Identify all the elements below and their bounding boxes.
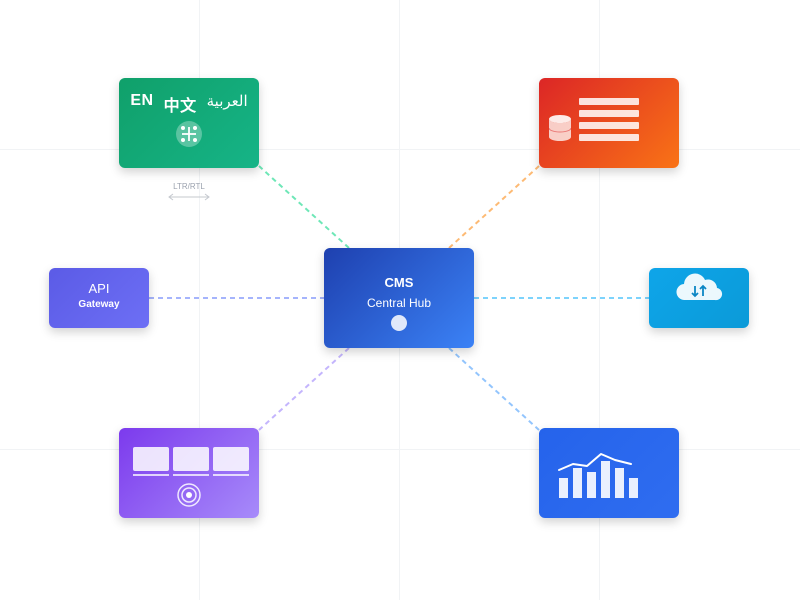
connector-layout bbox=[258, 347, 350, 431]
panel-icon bbox=[173, 447, 209, 476]
api-gateway-node[interactable]: API Gateway bbox=[49, 268, 149, 328]
language-list: EN 中文 العربية bbox=[119, 92, 259, 116]
bar-line-chart-icon bbox=[558, 453, 638, 498]
database-node[interactable] bbox=[539, 78, 679, 168]
grid-line bbox=[0, 149, 800, 150]
table-rows-icon bbox=[579, 98, 639, 146]
language-ar: العربية bbox=[206, 93, 248, 110]
cms-central-hub-node[interactable]: CMS Central Hub bbox=[324, 248, 474, 348]
language-en: EN bbox=[130, 92, 154, 109]
grid-line bbox=[599, 0, 600, 600]
connector-chart bbox=[448, 347, 540, 431]
panel-group bbox=[133, 447, 249, 476]
analytics-node[interactable] bbox=[539, 428, 679, 518]
api-title: API bbox=[88, 281, 110, 296]
center-title: CMS bbox=[384, 275, 414, 290]
target-icon bbox=[177, 483, 201, 507]
direction-label: LTR/RTL bbox=[173, 182, 205, 191]
panel-icon bbox=[133, 447, 169, 476]
grid-line bbox=[0, 449, 800, 450]
language-zh: 中文 bbox=[163, 98, 197, 115]
move-icon bbox=[176, 121, 202, 147]
cloud-node[interactable] bbox=[649, 268, 749, 328]
api-subtitle: Gateway bbox=[78, 299, 120, 310]
center-subtitle: Central Hub bbox=[366, 296, 432, 310]
connector-database bbox=[448, 165, 540, 249]
cloud-sync-icon bbox=[676, 273, 723, 301]
panel-icon bbox=[213, 447, 249, 476]
bidirectional-arrow-icon bbox=[168, 193, 210, 201]
database-icon bbox=[548, 115, 572, 141]
language-node[interactable]: EN 中文 العربية bbox=[119, 78, 259, 168]
grid-line bbox=[199, 0, 200, 600]
layout-node[interactable] bbox=[119, 428, 259, 518]
connector-language bbox=[258, 165, 350, 249]
hub-dot-icon bbox=[391, 315, 407, 331]
